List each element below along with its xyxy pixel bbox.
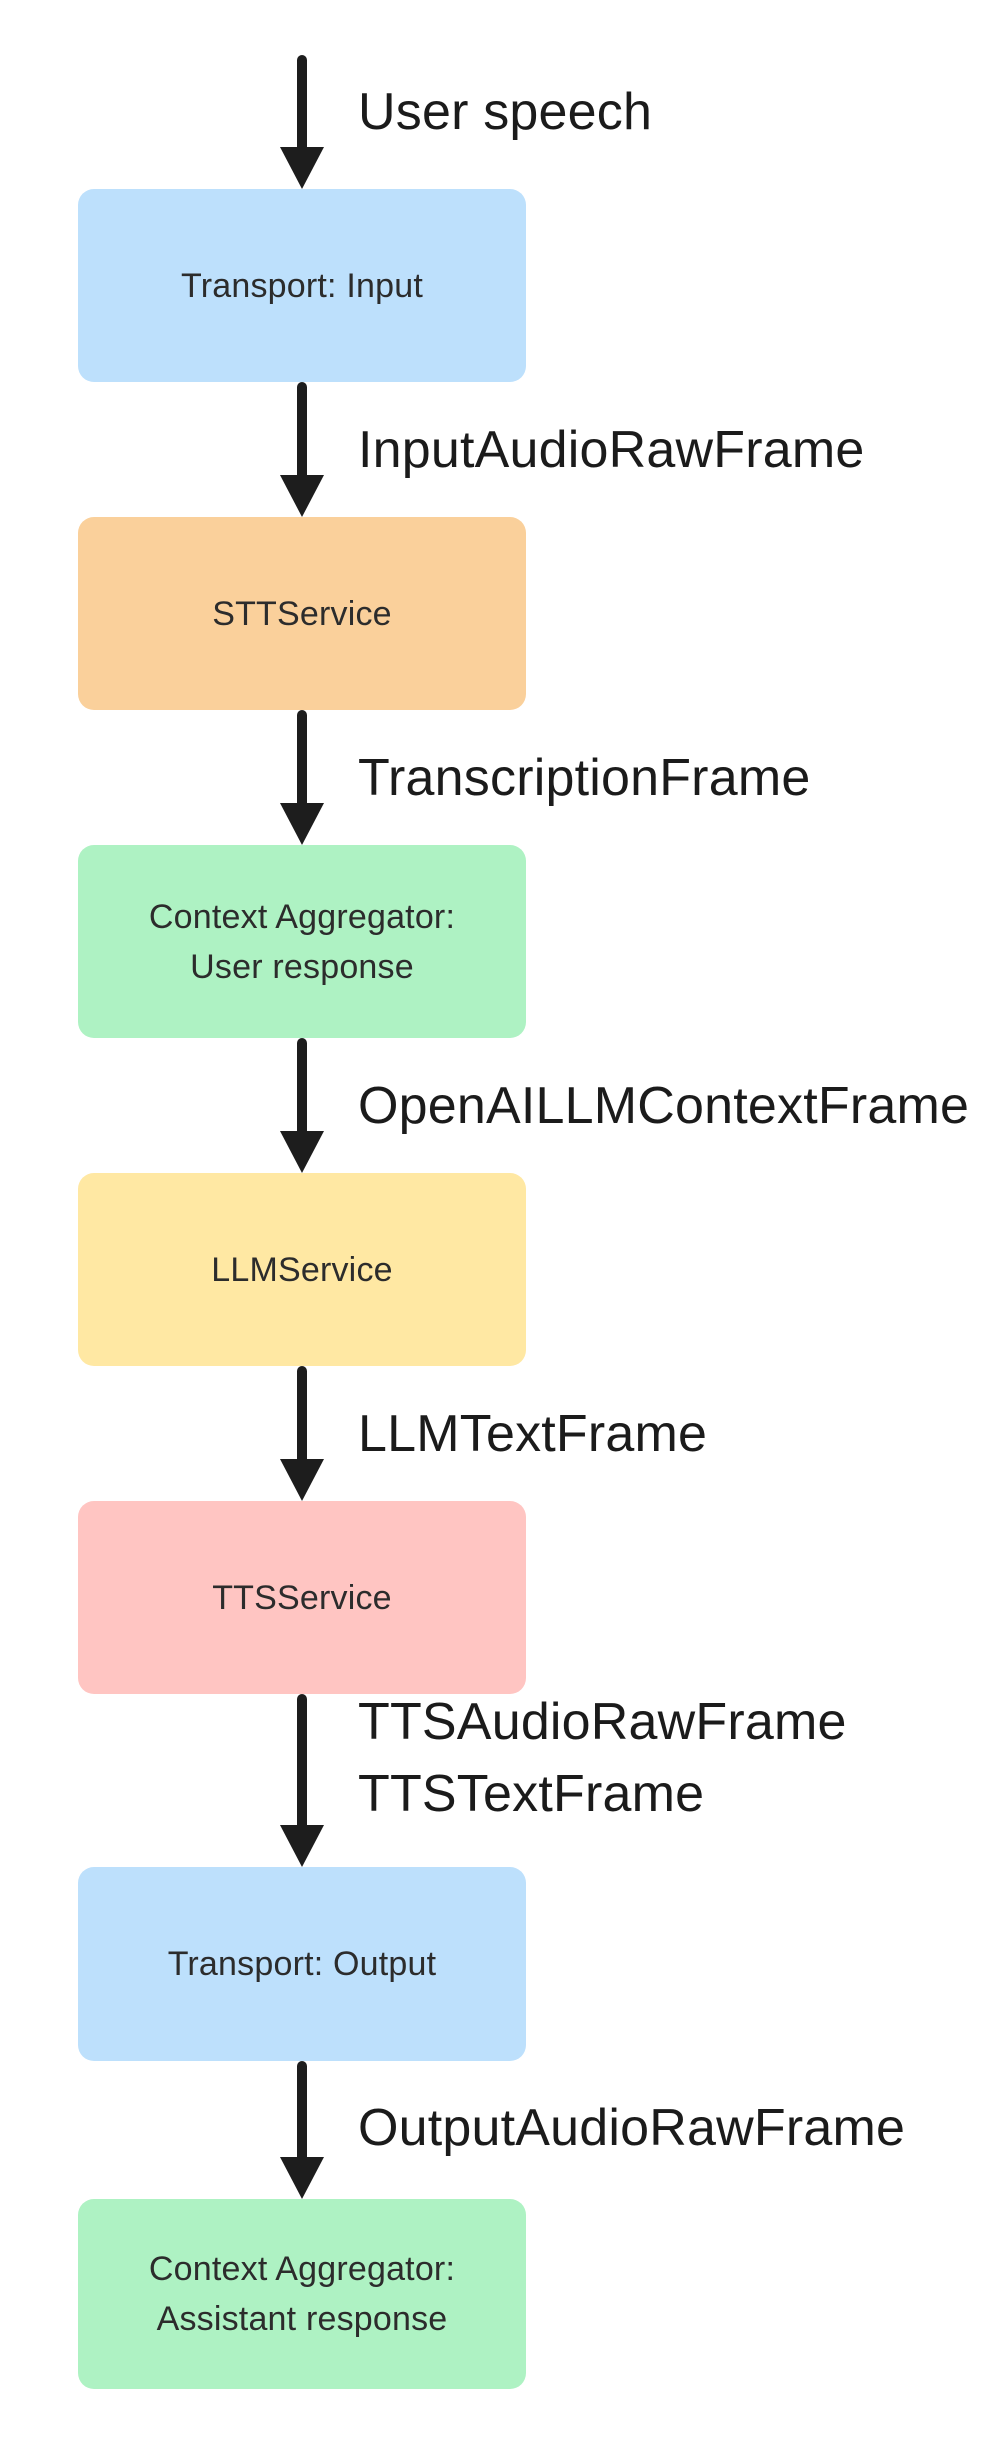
node-tts-service: TTSService xyxy=(78,1501,526,1694)
node-context-aggregator-assistant-label: Assistant response xyxy=(156,2300,448,2338)
edge-tts-audio-text-arrow-shaft xyxy=(297,1694,307,1831)
node-llm-service-label: LLMService xyxy=(211,1250,393,1289)
edge-tts-audio-text-label-line: TTSTextFrame xyxy=(358,1765,705,1823)
edge-user-speech-label-line: User speech xyxy=(358,83,653,141)
edge-user-speech-arrow-shaft xyxy=(297,55,307,153)
node-transport-input: Transport: Input xyxy=(78,189,526,382)
node-transport-output-label: Transport: Output xyxy=(167,1945,437,1983)
edge-input-audio-arrowhead-icon xyxy=(280,475,324,517)
edge-output-audio-arrowhead-icon xyxy=(280,2157,324,2199)
edge-user-speech-arrowhead-icon xyxy=(280,147,324,189)
edge-tts-audio-text-arrowhead-icon xyxy=(280,1825,324,1867)
edge-transcription-arrow-shaft xyxy=(297,710,307,809)
node-context-aggregator-user-label: Context Aggregator: xyxy=(148,897,456,936)
edge-output-audio-label-line: OutputAudioRawFrame xyxy=(358,2099,906,2157)
node-context-aggregator-user: Context Aggregator: User response xyxy=(78,845,526,1038)
node-context-aggregator-user-label: User response xyxy=(190,947,414,986)
node-tts-service-label: TTSService xyxy=(212,1578,392,1617)
edge-openai-llm-context-label-line: OpenAILLMContextFrame xyxy=(358,1077,970,1135)
edge-llm-text-label: LLMTextFrame xyxy=(358,1398,707,1470)
edge-input-audio-arrow-shaft xyxy=(297,382,307,481)
edge-user-speech-label: User speech xyxy=(358,76,652,148)
edge-transcription-arrowhead-icon xyxy=(280,803,324,845)
edge-llm-text-arrow-shaft xyxy=(297,1366,307,1465)
edge-tts-audio-text-label-line: TTSAudioRawFrame xyxy=(358,1693,847,1751)
edge-openai-llm-context-arrow-shaft xyxy=(297,1038,307,1137)
edge-input-audio-label-line: InputAudioRawFrame xyxy=(358,421,865,479)
node-llm-service: LLMService xyxy=(78,1173,526,1366)
node-stt-service-label: STTService xyxy=(212,594,392,633)
edge-llm-text-label-line: LLMTextFrame xyxy=(358,1405,708,1463)
edge-input-audio-label: InputAudioRawFrame xyxy=(358,414,865,486)
node-transport-input-label: Transport: Input xyxy=(181,266,423,305)
node-stt-service: STTService xyxy=(78,517,526,710)
edge-output-audio-label: OutputAudioRawFrame xyxy=(358,2092,905,2164)
edge-transcription-label: TranscriptionFrame xyxy=(358,742,810,814)
edge-openai-llm-context-arrowhead-icon xyxy=(280,1131,324,1173)
edge-llm-text-arrowhead-icon xyxy=(280,1459,324,1501)
edge-output-audio-arrow-shaft xyxy=(297,2061,307,2163)
node-context-aggregator-assistant-label: Context Aggregator: xyxy=(148,2250,456,2288)
node-context-aggregator-assistant: Context Aggregator: Assistant response xyxy=(78,2199,526,2389)
node-transport-output: Transport: Output xyxy=(78,1867,526,2061)
edge-openai-llm-context-label: OpenAILLMContextFrame xyxy=(358,1070,969,1142)
edge-transcription-label-line: TranscriptionFrame xyxy=(358,749,811,807)
